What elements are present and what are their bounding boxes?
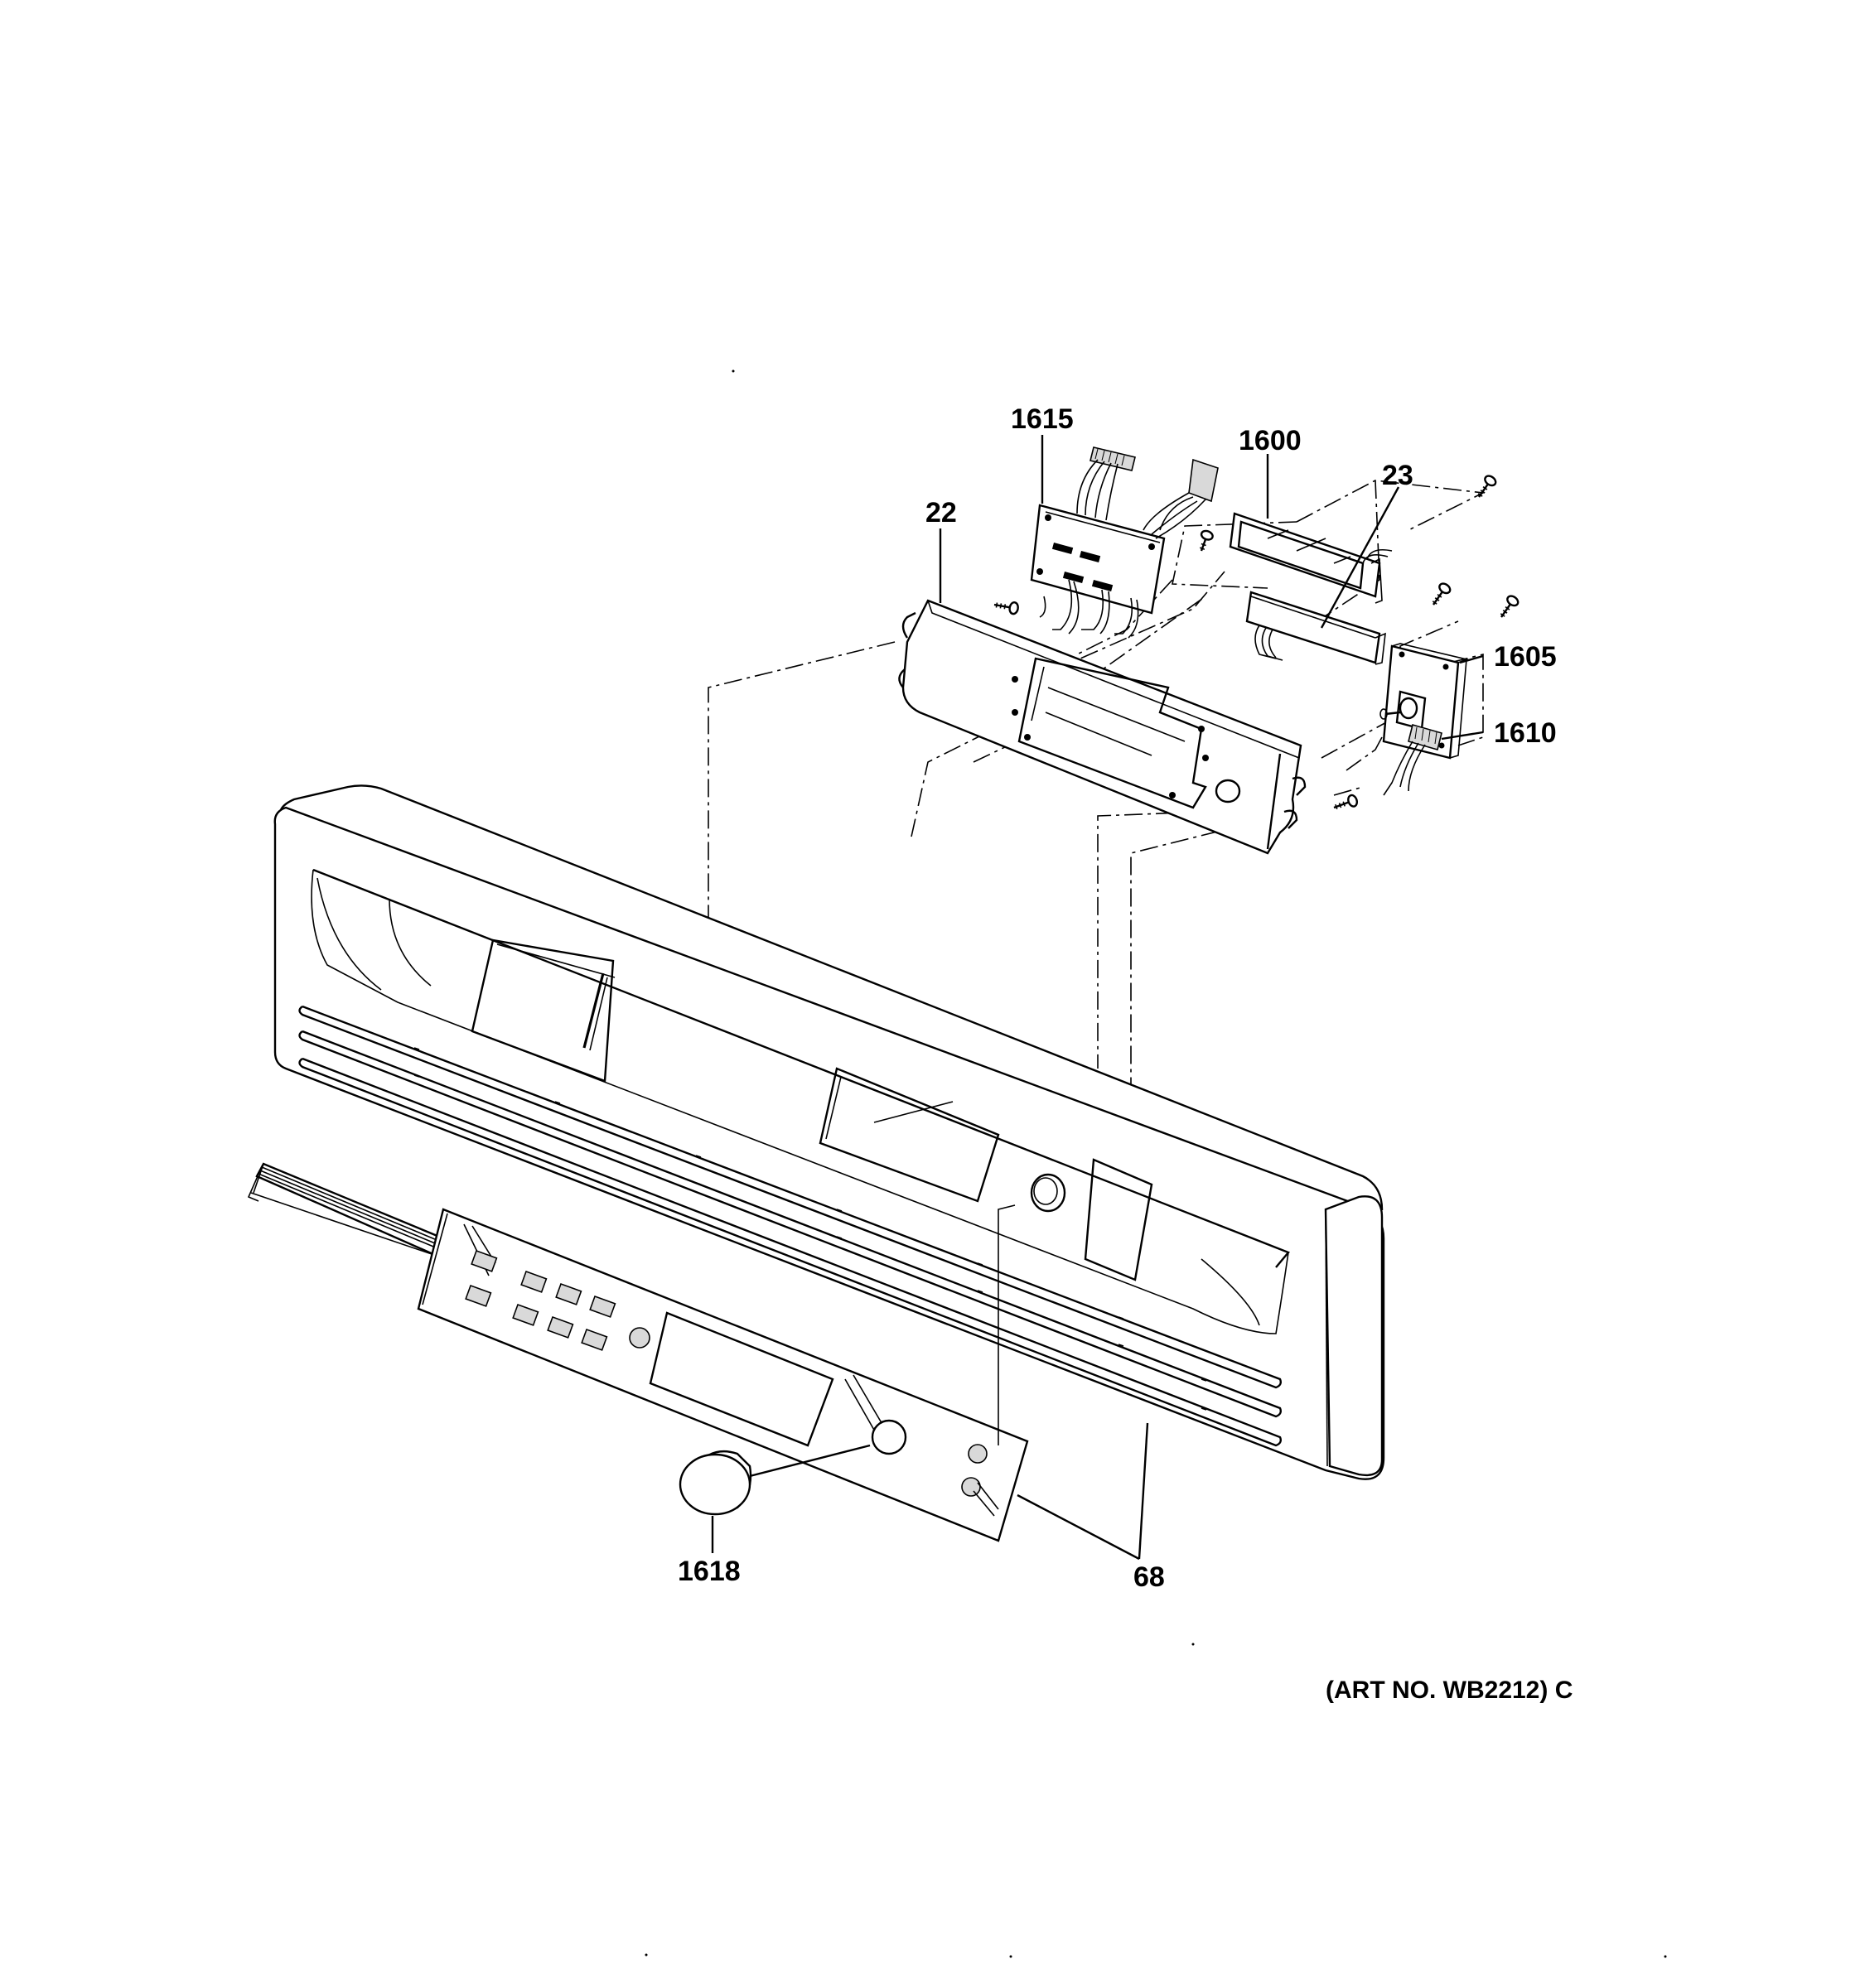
callout-23: 23 (1382, 460, 1413, 491)
callout-numbers: 1615 1600 23 22 1605 1610 1618 68 (678, 403, 1557, 1593)
callout-1605: 1605 (1494, 641, 1557, 673)
control-panel-frame (273, 784, 1385, 1480)
callout-1610: 1610 (1494, 717, 1557, 749)
support-bracket (898, 599, 1307, 855)
callout-1615: 1615 (1011, 403, 1074, 435)
control-knob-1618 (679, 1204, 1016, 1516)
key-pads (465, 1249, 988, 1497)
control-board-1615 (1030, 446, 1219, 639)
callout-1618: 1618 (678, 1556, 741, 1587)
callout-1600: 1600 (1239, 425, 1302, 456)
callout-68: 68 (1133, 1561, 1165, 1593)
scan-specks (645, 369, 1667, 1958)
membrane-keypad (247, 1162, 1029, 1542)
callout-leaders (711, 435, 1484, 1561)
callout-22: 22 (925, 497, 957, 528)
art-number: (ART NO. WB2212) C (1326, 1677, 1573, 1704)
display-board-23 (1245, 591, 1386, 665)
display-lens-1600 (1229, 512, 1393, 604)
mounting-screws (993, 475, 1520, 810)
encoder-board-1605 (1379, 643, 1469, 796)
